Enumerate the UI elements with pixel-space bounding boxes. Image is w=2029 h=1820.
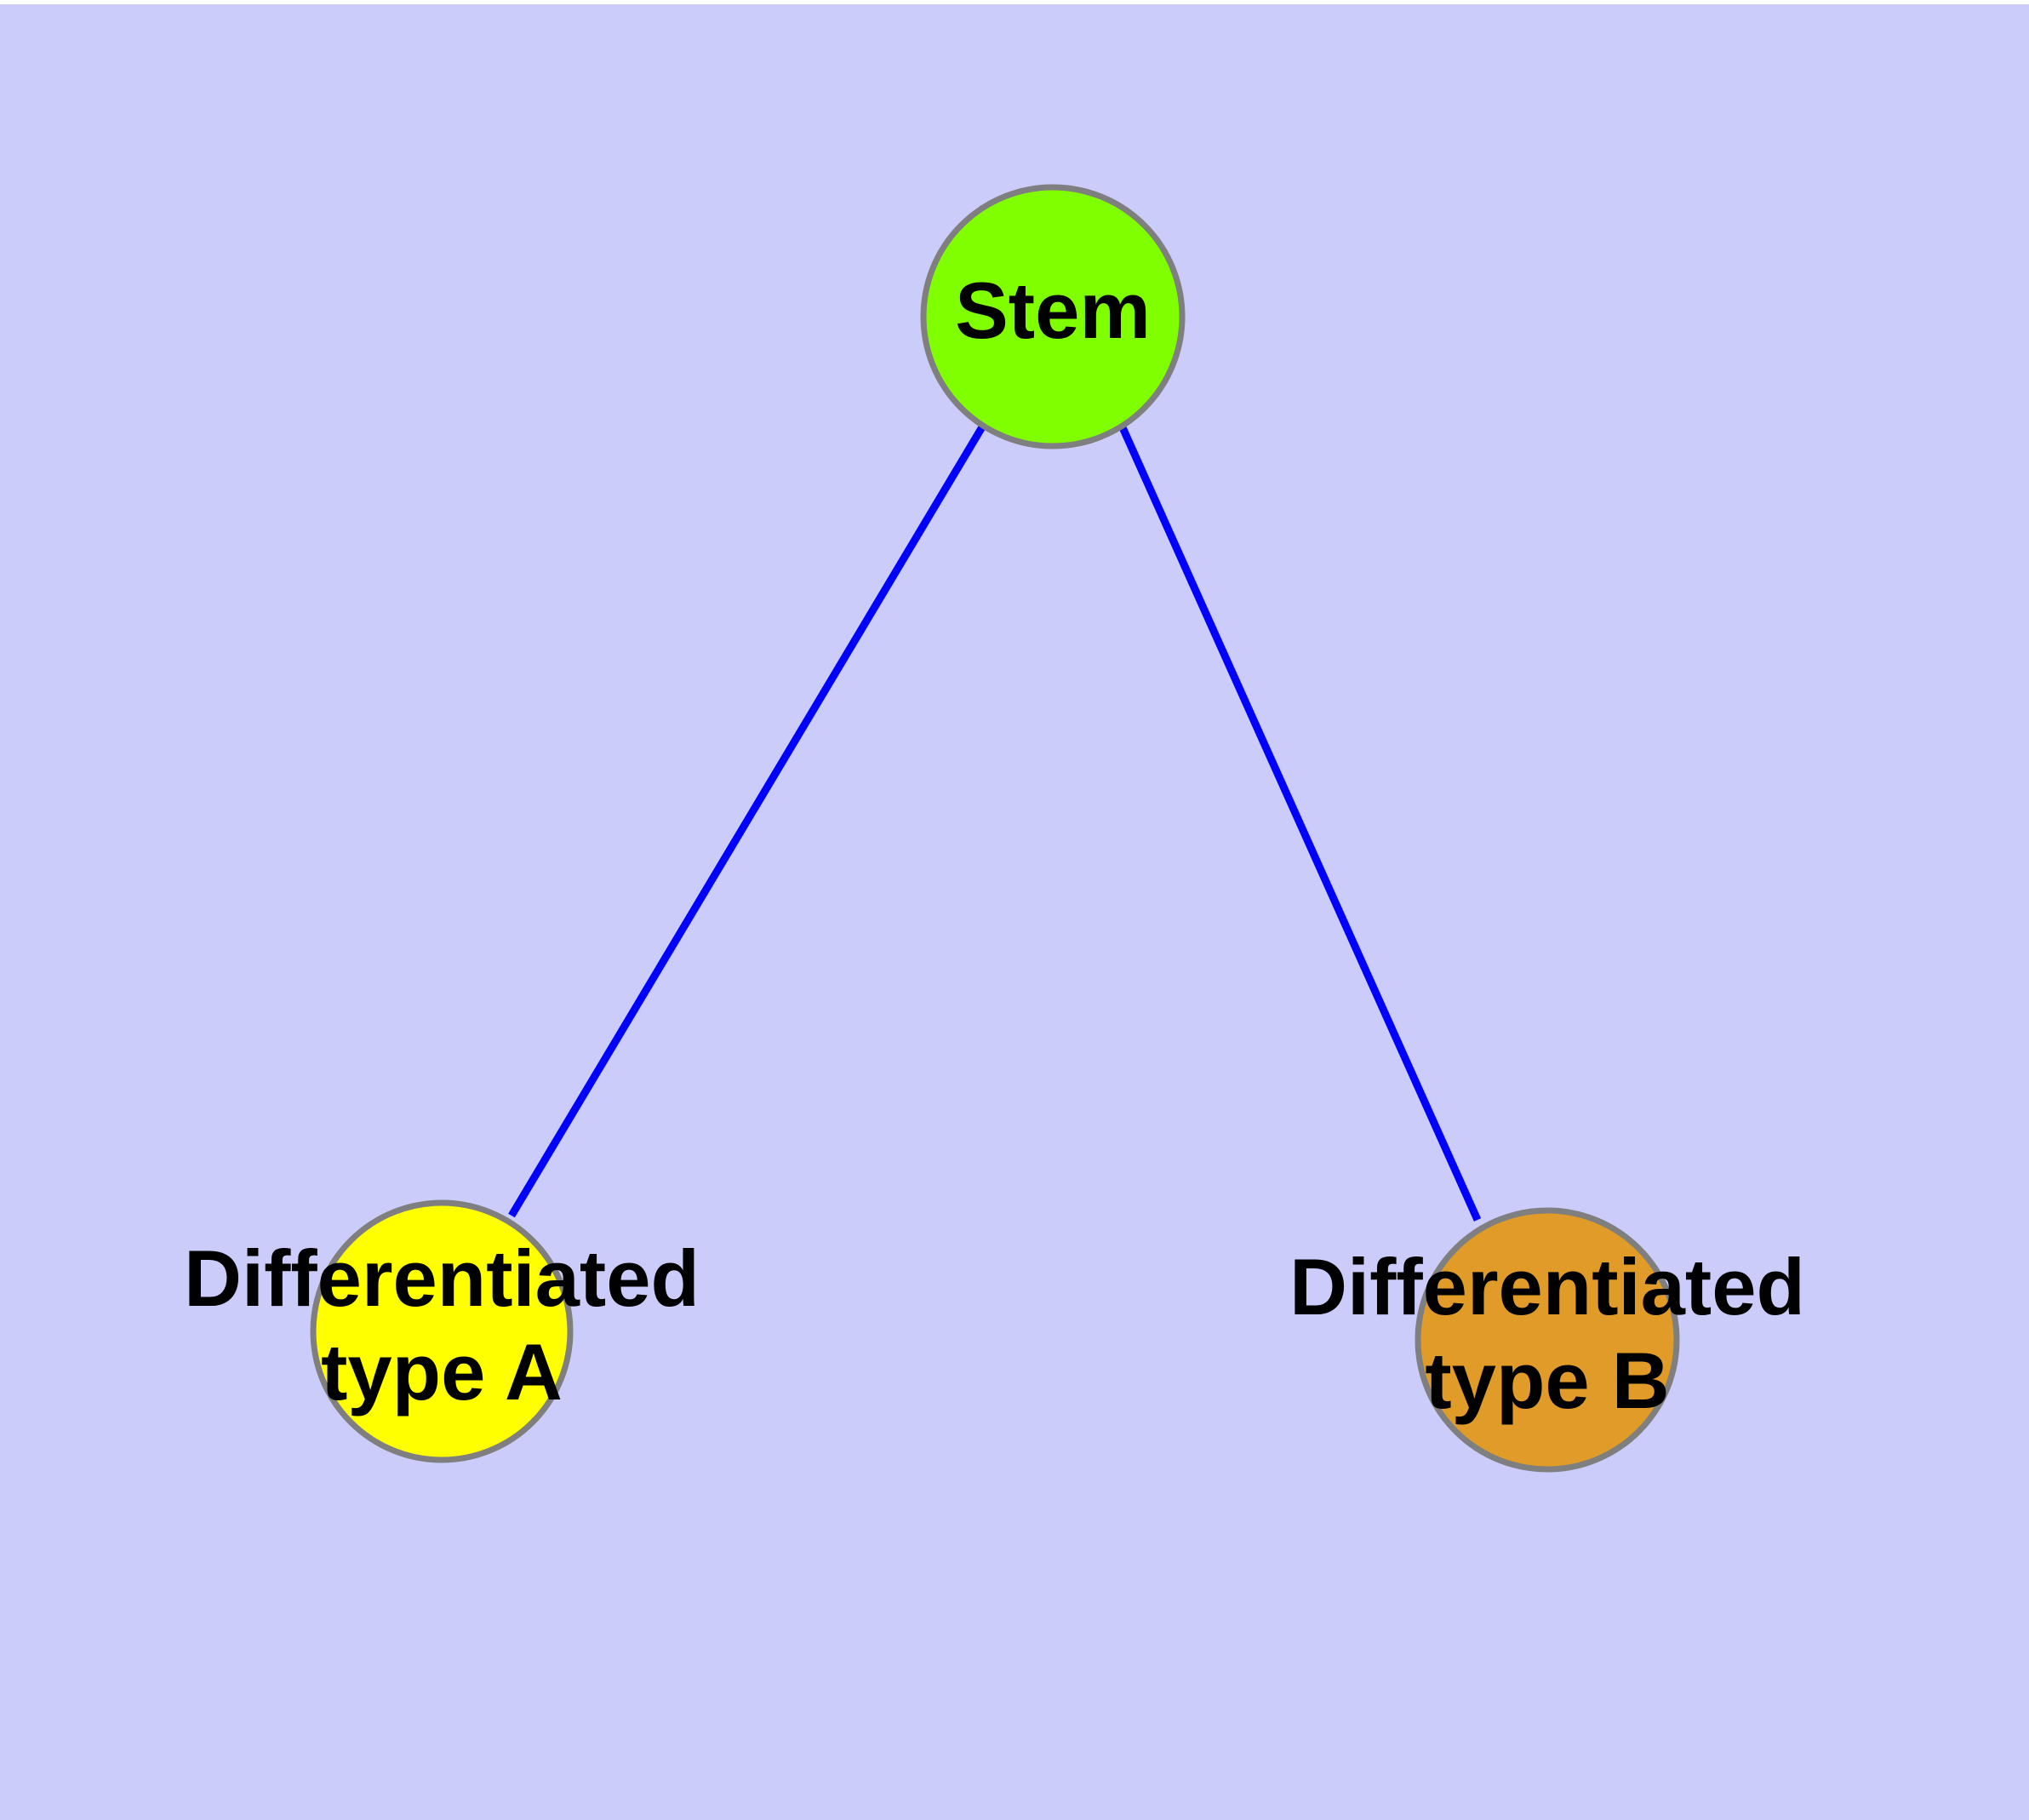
- graph-node-label-line: type A: [321, 1327, 563, 1417]
- graph-node-label-line: Differentiated: [184, 1233, 700, 1323]
- graph-edge-stem-to-diff-b[interactable]: [1117, 424, 1482, 1222]
- graph-node-label-line: Stem: [955, 266, 1151, 355]
- graph-nodes: [310, 184, 1680, 1473]
- graph-node-label-line: type B: [1425, 1336, 1669, 1425]
- graph-node-diff-a[interactable]: [310, 1199, 574, 1463]
- graph-edges: [508, 423, 1482, 1222]
- graph-node-label-stem: Stem: [955, 266, 1151, 355]
- graph-node-stem[interactable]: [920, 184, 1186, 449]
- graph-edge-stem-to-diff-a[interactable]: [508, 423, 986, 1218]
- graph-node-diff-b[interactable]: [1415, 1207, 1680, 1473]
- graph-node-label-line: Differentiated: [1289, 1242, 1805, 1331]
